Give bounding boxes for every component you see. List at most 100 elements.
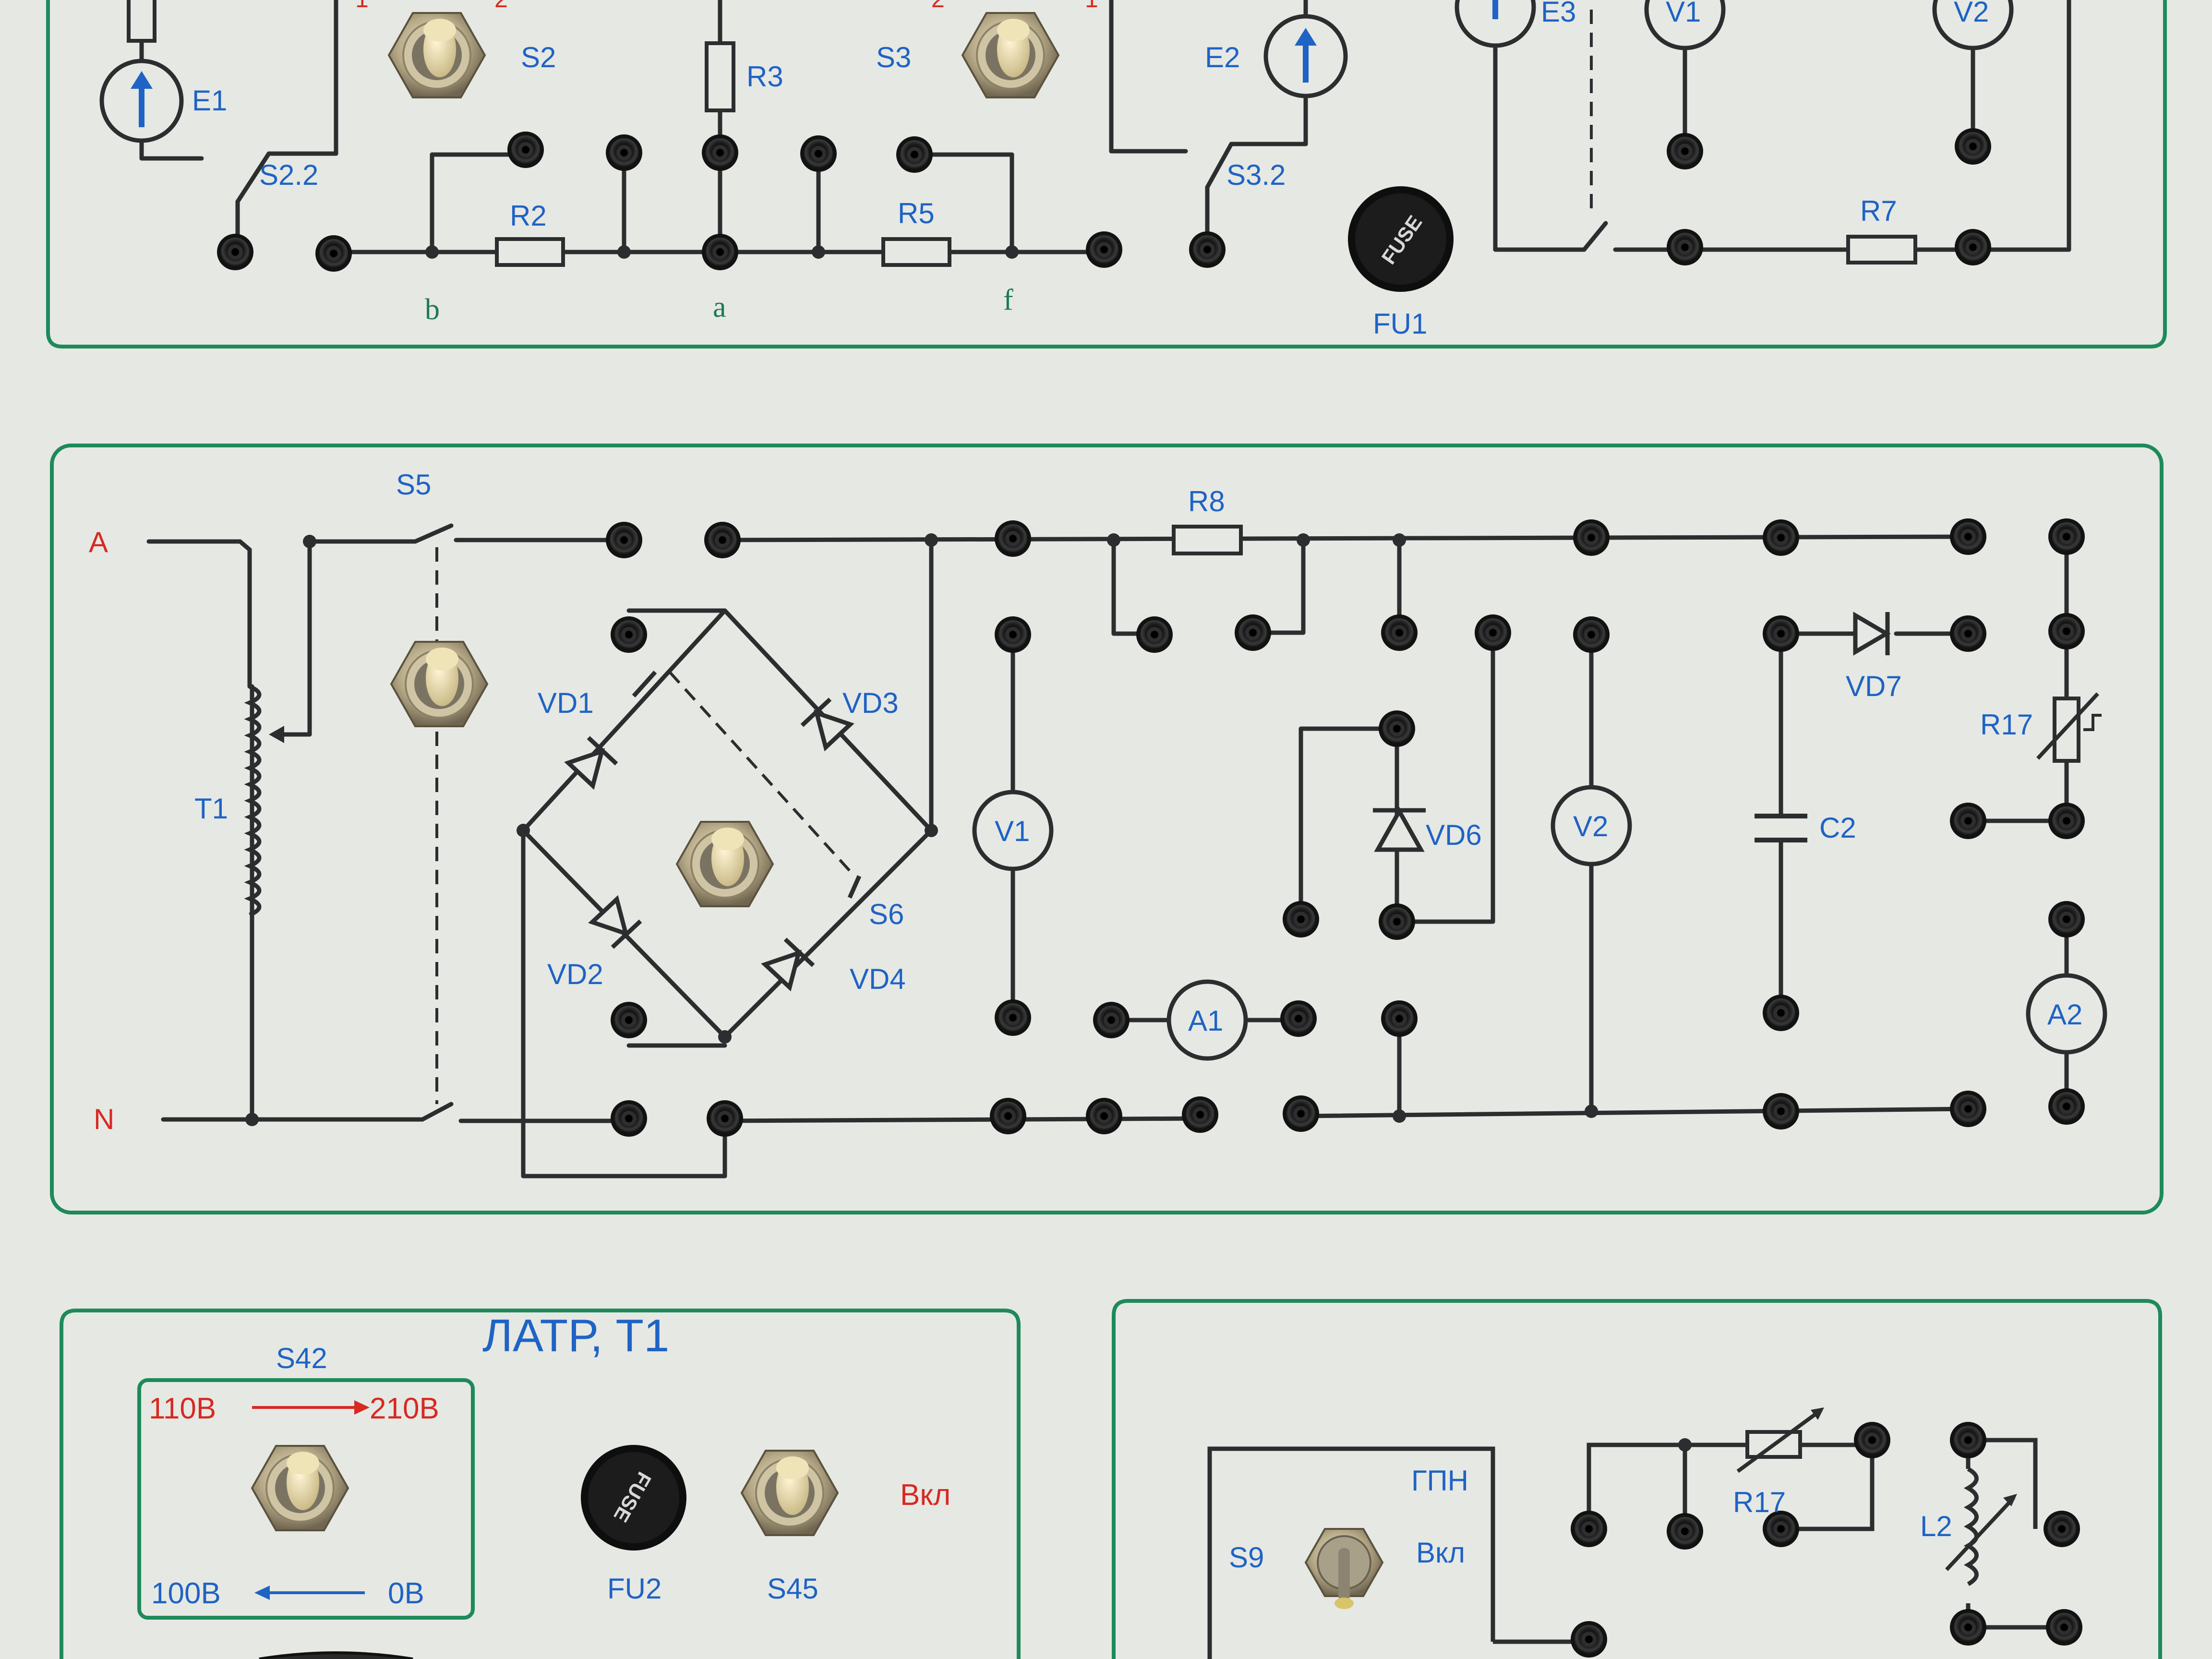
jack[interactable] — [1093, 1002, 1130, 1038]
label-t1: T1 — [194, 793, 228, 825]
jack[interactable] — [1381, 1000, 1418, 1037]
jack[interactable] — [702, 134, 738, 171]
jack[interactable] — [2044, 1511, 2080, 1547]
label-s2: S2 — [521, 41, 556, 73]
jack[interactable] — [507, 132, 544, 168]
jack[interactable] — [1086, 1098, 1122, 1134]
jack[interactable] — [1667, 1513, 1703, 1550]
jack[interactable] — [606, 522, 642, 558]
jack[interactable] — [217, 234, 253, 270]
variable-inductor-l2-icon — [1945, 1467, 2017, 1586]
fuse-holder-fu2[interactable]: FUSE — [581, 1445, 686, 1551]
label-r17-gpn: R17 — [1733, 1486, 1786, 1518]
label-fu2: FU2 — [607, 1573, 661, 1605]
jack[interactable] — [1950, 1422, 1986, 1458]
jack[interactable] — [2048, 518, 2085, 555]
source-e1-icon — [99, 59, 184, 143]
jack[interactable] — [611, 1100, 647, 1137]
jack[interactable] — [1763, 615, 1799, 652]
toggle-switch-s9[interactable] — [1304, 1528, 1384, 1609]
label-r17: R17 — [1980, 709, 2033, 741]
jack[interactable] — [1182, 1096, 1218, 1133]
toggle-switch-s6[interactable] — [676, 821, 774, 907]
jack[interactable] — [1283, 1095, 1319, 1132]
jack[interactable] — [611, 616, 647, 653]
jack[interactable] — [1763, 1093, 1799, 1130]
jack[interactable] — [1573, 519, 1610, 556]
jack[interactable] — [1950, 1091, 1986, 1127]
jack[interactable] — [2048, 803, 2085, 839]
label-e1: E1 — [192, 84, 227, 117]
label-c2: C2 — [1819, 812, 1856, 844]
jack[interactable] — [1667, 229, 1703, 265]
label-r8: R8 — [1188, 485, 1225, 517]
jack[interactable] — [1475, 614, 1511, 651]
diode-vd4-icon — [761, 938, 815, 992]
jack[interactable] — [2048, 613, 2085, 649]
jack[interactable] — [1955, 128, 1991, 165]
jack[interactable] — [1955, 229, 1991, 265]
jack[interactable] — [1950, 803, 1986, 839]
voltmeter-top-v2-icon — [1932, 0, 2014, 50]
jack[interactable] — [1136, 616, 1173, 653]
jack[interactable] — [800, 135, 837, 172]
jack[interactable] — [1280, 1000, 1317, 1037]
jack[interactable] — [1283, 901, 1319, 938]
label-fu1: FU1 — [1373, 308, 1427, 340]
position-label-2: 2 — [494, 0, 508, 12]
jack[interactable] — [1950, 1609, 1986, 1646]
jack[interactable] — [702, 234, 738, 270]
fuse-holder-fu1[interactable]: FUSE — [1348, 186, 1454, 292]
jack[interactable] — [1235, 614, 1271, 651]
jack[interactable] — [995, 616, 1031, 653]
toggle-switch-s2[interactable] — [388, 12, 486, 98]
jack[interactable] — [315, 235, 352, 272]
jack[interactable] — [1571, 1511, 1607, 1547]
label-e2: E2 — [1205, 41, 1240, 73]
position-label-2b: 2 — [931, 0, 945, 12]
jack[interactable] — [1379, 903, 1415, 940]
jack[interactable] — [995, 520, 1031, 557]
tap-arrowhead-icon — [269, 726, 284, 743]
jack[interactable] — [1763, 995, 1799, 1031]
capacitor-c2-icon — [1755, 814, 1807, 842]
label-r7: R7 — [1860, 195, 1897, 227]
jack[interactable] — [1950, 518, 1986, 555]
jack[interactable] — [1854, 1422, 1890, 1458]
jack[interactable] — [611, 1002, 647, 1038]
jack[interactable] — [990, 1098, 1026, 1134]
jack[interactable] — [2046, 1609, 2082, 1646]
source-e3-icon — [1455, 0, 1536, 48]
jack[interactable] — [2048, 901, 2085, 938]
jack[interactable] — [1950, 615, 1986, 652]
toggle-switch-s5[interactable] — [390, 641, 488, 727]
voltmeter-top-v1-icon — [1644, 0, 1726, 50]
jack[interactable] — [2048, 1088, 2085, 1125]
jack[interactable] — [1381, 614, 1418, 651]
jack[interactable] — [995, 999, 1031, 1036]
toggle-switch-s42[interactable] — [251, 1445, 349, 1531]
jack[interactable] — [704, 522, 741, 558]
label-vd1: VD1 — [538, 687, 594, 719]
label-s6: S6 — [869, 898, 904, 930]
diode-vd2-icon — [588, 895, 642, 949]
toggle-switch-s3[interactable] — [962, 12, 1059, 98]
jack[interactable] — [1763, 519, 1799, 556]
label-s42: S42 — [276, 1342, 327, 1374]
label-v2-top: V2 — [1954, 0, 1989, 28]
jack[interactable] — [1379, 710, 1415, 747]
jack[interactable] — [606, 134, 642, 171]
label-l2: L2 — [1920, 1510, 1952, 1542]
jack[interactable] — [707, 1100, 743, 1137]
jack[interactable] — [1189, 231, 1226, 268]
knob-partial — [259, 1651, 413, 1659]
jack[interactable] — [1086, 231, 1122, 268]
label-gpn: ГПН — [1411, 1465, 1468, 1497]
position-label-1: 1 — [355, 0, 369, 12]
arrowhead-blue-icon — [254, 1586, 270, 1600]
jack[interactable] — [896, 136, 933, 173]
jack[interactable] — [1571, 1621, 1607, 1658]
toggle-switch-s45[interactable] — [741, 1450, 839, 1536]
jack[interactable] — [1667, 133, 1703, 169]
jack[interactable] — [1573, 616, 1610, 653]
